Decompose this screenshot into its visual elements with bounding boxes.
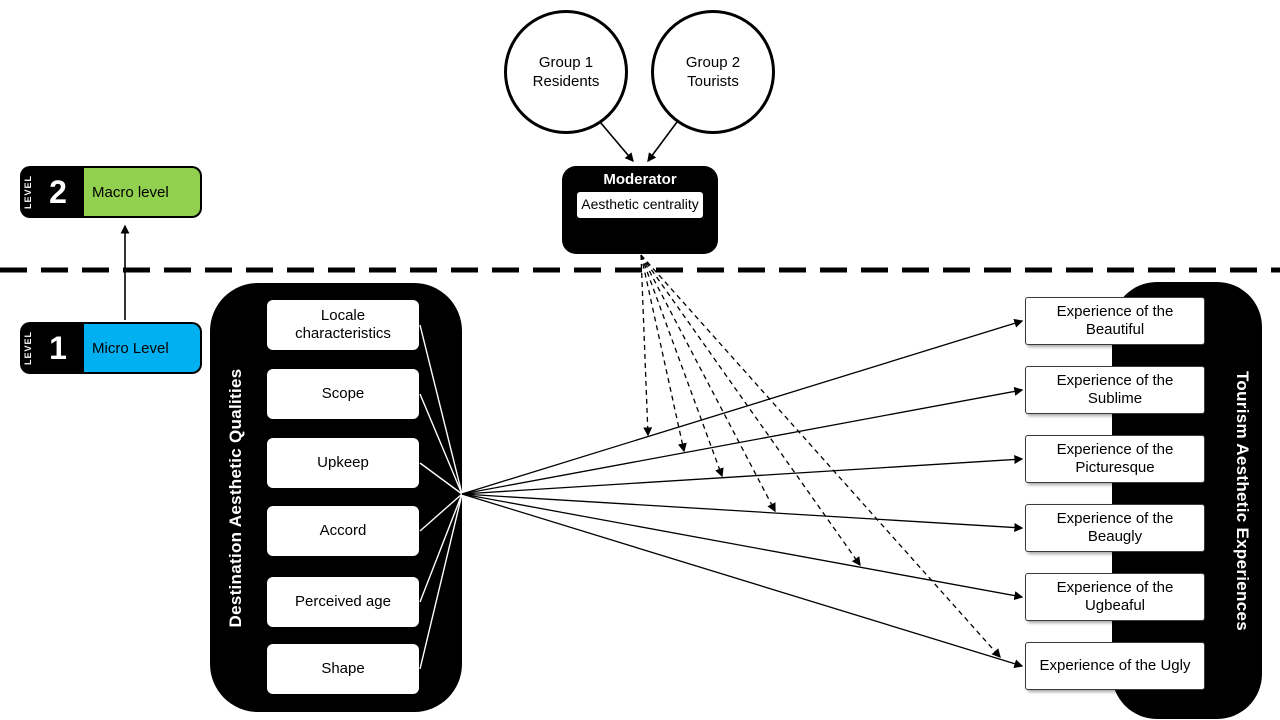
moderator-node: Moderator Aesthetic centrality bbox=[562, 166, 718, 254]
right-panel-title: Tourism Aesthetic Experiences bbox=[1233, 370, 1252, 631]
quality-item-accord: Accord bbox=[267, 506, 419, 556]
level-2-black-tab: LEVEL 2 bbox=[20, 166, 84, 218]
level-2-badge: LEVEL 2 Macro level bbox=[20, 166, 202, 218]
left-panel-title: Destination Aesthetic Qualities bbox=[226, 367, 245, 628]
group-1-label: Group 1 Residents bbox=[533, 53, 600, 92]
group-2-line2: Tourists bbox=[687, 73, 739, 90]
level-2-label-macro: Macro level bbox=[84, 166, 202, 218]
group-1-line1: Group 1 bbox=[538, 53, 594, 71]
experience-item-beautiful: Experience of the Beautiful bbox=[1025, 297, 1205, 345]
experience-item-picturesque: Experience of the Picturesque bbox=[1025, 435, 1205, 483]
group-2-tourists-node: Group 2 Tourists bbox=[651, 10, 775, 134]
level-1-word: LEVEL bbox=[23, 331, 33, 366]
group-1-line2: Residents bbox=[532, 73, 600, 90]
quality-item-upkeep: Upkeep bbox=[267, 438, 419, 488]
moderation-dashed-arrows bbox=[640, 254, 1001, 659]
group-2-label: Group 2 Tourists bbox=[686, 53, 740, 92]
main-effect-arrows bbox=[461, 318, 1024, 669]
level-2-number: 2 bbox=[49, 173, 67, 210]
quality-item-locale-characteristics: Locale characteristics bbox=[267, 300, 419, 350]
experience-item-ugly: Experience of the Ugly bbox=[1025, 642, 1205, 690]
quality-item-shape: Shape bbox=[267, 644, 419, 694]
moderator-title: Moderator bbox=[603, 171, 677, 188]
group-1-residents-node: Group 1 Residents bbox=[504, 10, 628, 134]
level-2-word: LEVEL bbox=[23, 175, 33, 210]
experience-item-sublime: Experience of the Sublime bbox=[1025, 366, 1205, 414]
level-1-number: 1 bbox=[49, 329, 67, 366]
group-to-moderator-arrows bbox=[599, 121, 678, 163]
experience-item-ugbeaful: Experience of the Ugbeaful bbox=[1025, 573, 1205, 621]
moderator-factor-aesthetic-centrality: Aesthetic centrality bbox=[577, 192, 703, 218]
level-1-badge: LEVEL 1 Micro Level bbox=[20, 322, 202, 374]
group-2-line1: Group 2 bbox=[685, 53, 741, 71]
level-1-label-micro: Micro Level bbox=[84, 322, 202, 374]
experience-item-beaugly: Experience of the Beaugly bbox=[1025, 504, 1205, 552]
level-1-black-tab: LEVEL 1 bbox=[20, 322, 84, 374]
quality-item-perceived-age: Perceived age bbox=[267, 577, 419, 627]
quality-item-scope: Scope bbox=[267, 369, 419, 419]
